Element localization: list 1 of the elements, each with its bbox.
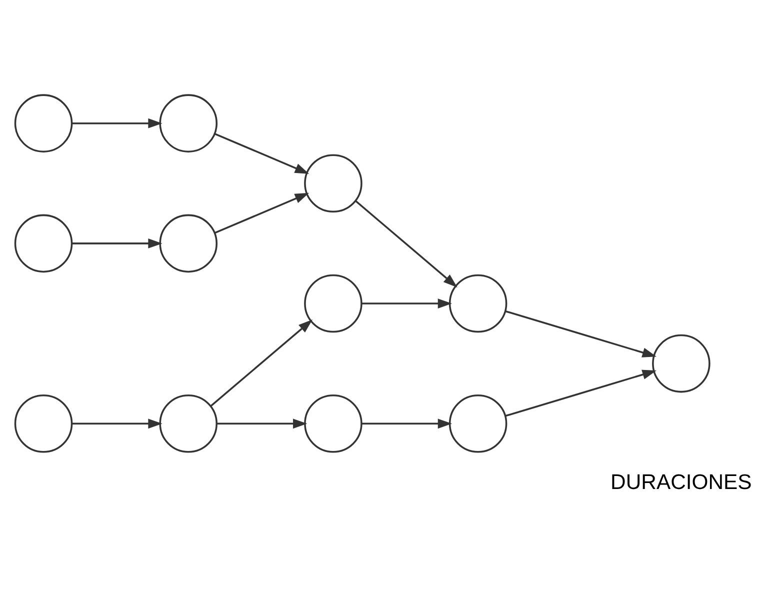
label: DURACIONES <box>610 470 752 494</box>
